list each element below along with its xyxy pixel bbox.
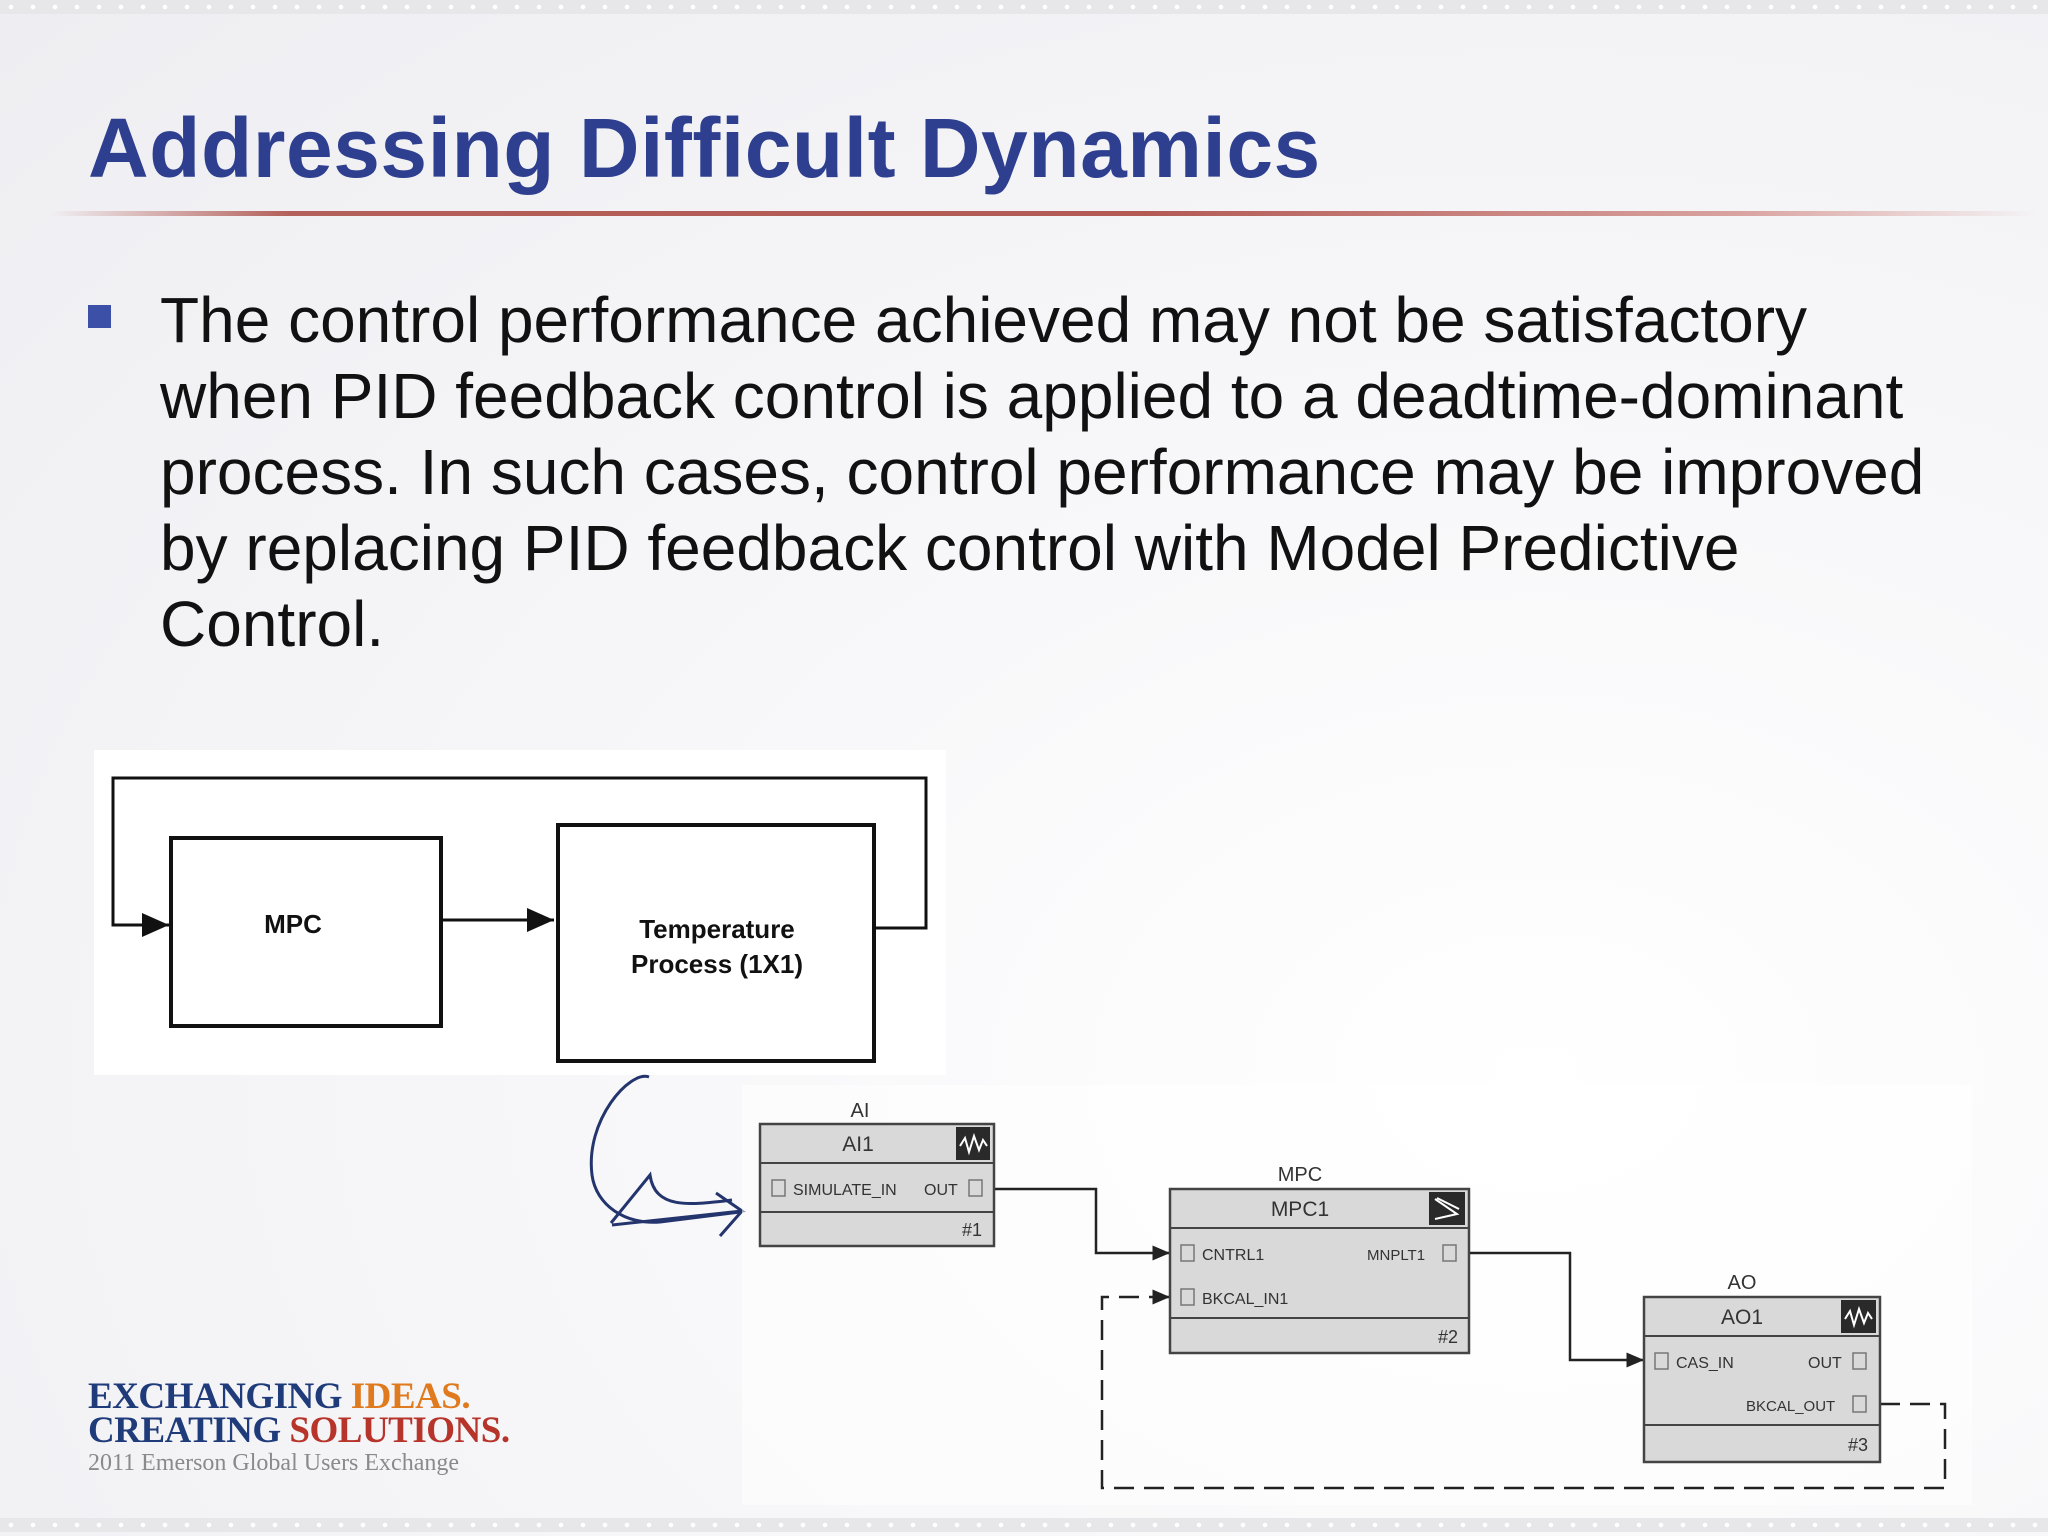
title-underline [50, 211, 2040, 216]
ai-output-label: OUT [924, 1182, 958, 1199]
process-box [556, 823, 876, 1063]
bkcal-in1-checkbox[interactable] [1180, 1288, 1195, 1306]
curved-annotation-arrow [589, 1074, 747, 1237]
mpc-block-type: MPC [1278, 1164, 1322, 1186]
mnplt1-checkbox[interactable] [1442, 1244, 1457, 1262]
top-dotted-border [0, 0, 2048, 14]
cntrl1-checkbox[interactable] [1180, 1244, 1195, 1262]
simulate-in-checkbox[interactable] [771, 1179, 786, 1197]
mpc-box [169, 836, 443, 1028]
ao-out-checkbox[interactable] [1852, 1352, 1867, 1370]
ai-input-label: SIMULATE_IN [793, 1182, 897, 1199]
ai-out-checkbox[interactable] [968, 1179, 983, 1197]
ao-block-type: AO [1728, 1272, 1757, 1294]
logo-word-exchanging: EXCHANGING [88, 1376, 343, 1417]
bottom-dotted-border [0, 1518, 2048, 1532]
wire-bkcal-feedback [1100, 1289, 1947, 1490]
logo-word-solutions: SOLUTIONS. [289, 1410, 510, 1451]
mpc-input1-label: CNTRL1 [1202, 1247, 1264, 1264]
ai-function-block[interactable]: AI AI1 SIMULATE_IN OUT #1 [758, 1100, 996, 1248]
function-block-wires [993, 1187, 1947, 1490]
mpc-output-label: MNPLT1 [1367, 1247, 1425, 1264]
wire-mpc-to-ao [1463, 1251, 1644, 1368]
ao-block-body[interactable] [1642, 1295, 1882, 1464]
ai-block-name: AI1 [842, 1133, 874, 1156]
logo-word-ideas: IDEAS. [350, 1376, 471, 1417]
ai-block-type: AI [851, 1100, 870, 1122]
wire-ai-to-mpc [993, 1187, 1170, 1261]
ao-block-name: AO1 [1721, 1306, 1763, 1329]
bullet-text: The control performance achieved may not… [160, 284, 1925, 660]
ao-function-block[interactable]: AO AO1 CAS_IN OUT BKCAL_OUT #3 [1642, 1272, 1882, 1464]
mpc-block-body[interactable] [1168, 1187, 1471, 1355]
process-label-line2: Process (1X1) [631, 949, 803, 979]
feedback-path [111, 776, 928, 937]
logo-subtitle: 2011 Emerson Global Users Exchange [88, 1450, 460, 1476]
mpc-status-icon [1429, 1192, 1465, 1225]
block-diagram: MPC Temperature Process (1X1) [94, 750, 946, 1075]
ao-output1-label: OUT [1808, 1355, 1842, 1372]
process-label-line1: Temperature [639, 914, 795, 944]
bullet-marker-icon [88, 305, 111, 328]
mpc-block-name: MPC1 [1271, 1198, 1329, 1221]
ai-block-body[interactable] [758, 1122, 996, 1248]
mpc-function-block[interactable]: MPC MPC1 CNTRL1 MNPLT1 BKCAL_IN1 #2 [1168, 1164, 1471, 1355]
mpc-box-label: MPC [264, 909, 322, 939]
ai-block-number: #1 [962, 1220, 982, 1240]
ao-output2-label: BKCAL_OUT [1746, 1398, 1835, 1415]
mpc-block-number: #2 [1438, 1327, 1458, 1347]
bkcal-out-checkbox[interactable] [1852, 1395, 1867, 1413]
slide-title: Addressing Difficult Dynamics [88, 101, 1321, 195]
mpc-input2-label: BKCAL_IN1 [1202, 1291, 1288, 1308]
logo-word-creating: CREATING [88, 1410, 281, 1451]
emerson-exchange-logo: EXCHANGING IDEAS. CREATING SOLUTIONS. 20… [88, 1378, 608, 1480]
cas-in-checkbox[interactable] [1654, 1352, 1669, 1370]
ao-block-number: #3 [1848, 1435, 1868, 1455]
ao-input-label: CAS_IN [1676, 1355, 1734, 1372]
